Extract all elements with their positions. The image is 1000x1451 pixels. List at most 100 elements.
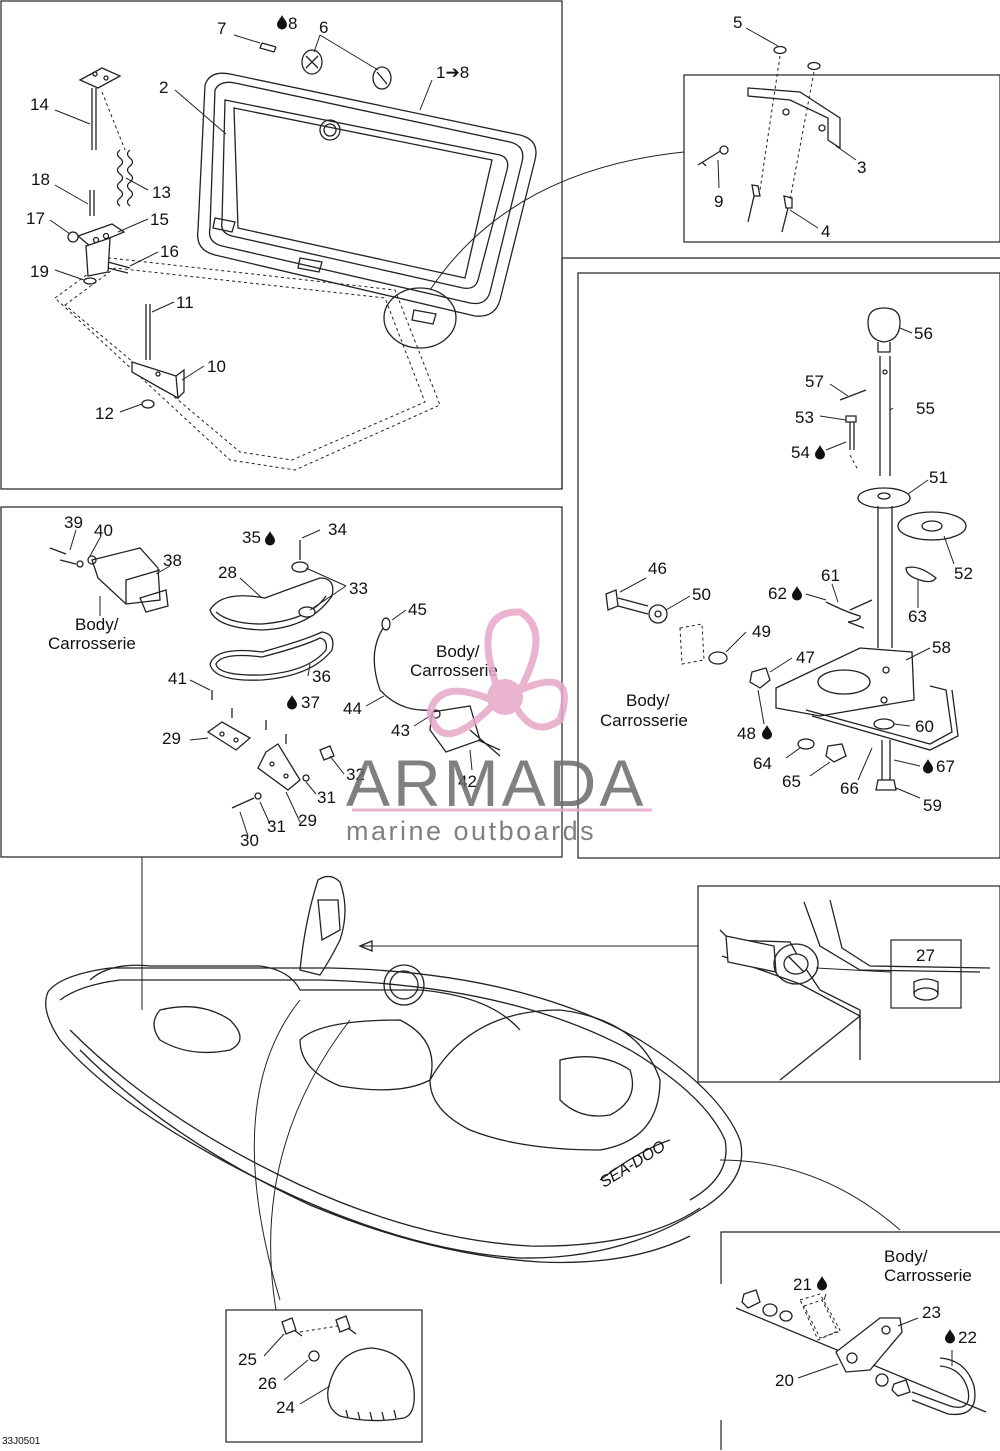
callout-37: 37 <box>301 693 320 712</box>
sealant-icon <box>277 15 287 30</box>
callout-36: 36 <box>312 667 331 686</box>
carrosserie-label-left: Carrosserie <box>48 634 136 653</box>
callout-6: 6 <box>319 18 328 37</box>
detail-eye-bolt: Body/ Carrosserie 21 23 22 20 <box>720 1231 1000 1450</box>
callout-31-right: 31 <box>317 788 336 807</box>
detail-vent-cover: 25 26 24 <box>225 1309 423 1443</box>
callout-56: 56 <box>914 324 933 343</box>
callout-18: 18 <box>31 170 50 189</box>
callout-35: 35 <box>242 528 261 547</box>
body-label-mid: Body/ <box>436 642 480 661</box>
callout-29-bottom: 29 <box>298 811 317 830</box>
callout-10: 10 <box>207 357 226 376</box>
callout-5: 5 <box>733 13 742 32</box>
callout-59: 59 <box>923 796 942 815</box>
detail-grommet: 27 <box>697 885 1000 1083</box>
callout-4: 4 <box>821 222 830 241</box>
callout-11: 11 <box>176 293 194 312</box>
callout-46: 46 <box>648 559 667 578</box>
callout-27: 27 <box>916 946 935 965</box>
callout-2: 2 <box>159 78 168 97</box>
sealant-icon <box>792 586 802 601</box>
callout-20: 20 <box>775 1371 794 1390</box>
armada-propeller-logo <box>426 608 568 738</box>
callout-49: 49 <box>752 622 771 641</box>
callout-51: 51 <box>929 468 948 487</box>
sealant-icon <box>945 1329 955 1344</box>
detail-hinge-rivets: 5 3 9 4 <box>683 13 1000 243</box>
sealant-icon <box>817 1276 827 1291</box>
hatch-lid <box>196 72 537 349</box>
callout-21: 21 <box>793 1275 812 1294</box>
callout-13: 13 <box>152 183 171 202</box>
watermark-tagline: marine outboards <box>346 816 596 846</box>
callout-62: 62 <box>768 584 787 603</box>
watermark-brand: ARMADA <box>346 746 646 820</box>
watermark: ARMADA marine outboards <box>346 608 652 846</box>
callout-54: 54 <box>791 443 810 462</box>
callout-33: 33 <box>349 579 368 598</box>
callout-40: 40 <box>94 521 113 540</box>
callout-67: 67 <box>936 757 955 776</box>
body-label-br: Body/ <box>884 1247 928 1266</box>
callout-63: 63 <box>908 607 927 626</box>
callout-55: 55 <box>916 399 935 418</box>
callout-26: 26 <box>258 1374 277 1393</box>
callout-41: 41 <box>168 669 187 688</box>
callout-48: 48 <box>737 724 756 743</box>
panel-shifter-parts: Body/ Carrosserie 56 57 55 53 54 51 52 4… <box>561 257 1000 859</box>
callout-14: 14 <box>30 95 49 114</box>
callout-7: 7 <box>217 19 226 38</box>
callout-43: 43 <box>391 721 410 740</box>
callout-3: 3 <box>857 158 866 177</box>
callout-29-top: 29 <box>162 729 181 748</box>
callout-28: 28 <box>218 563 237 582</box>
callout-32: 32 <box>346 765 365 784</box>
callout-66: 66 <box>840 779 859 798</box>
sealant-icon <box>815 445 825 460</box>
callout-57: 57 <box>805 372 824 391</box>
panel-seat-parts: Body/ Carrosserie Body/ Carrosserie <box>0 506 563 858</box>
callout-8: 8 <box>288 14 297 33</box>
sealant-icon <box>923 759 933 774</box>
callout-30: 30 <box>240 831 259 850</box>
callout-44: 44 <box>343 699 362 718</box>
callout-31-left: 31 <box>267 817 286 836</box>
callout-47: 47 <box>796 648 815 667</box>
callout-19: 19 <box>30 262 49 281</box>
callout-50: 50 <box>692 585 711 604</box>
diagram-code: 33J0501 <box>2 1436 41 1447</box>
callout-52: 52 <box>954 564 973 583</box>
callout-9: 9 <box>714 192 723 211</box>
callout-34: 34 <box>328 520 347 539</box>
callout-12: 12 <box>95 404 114 423</box>
body-label-left: Body/ <box>75 615 119 634</box>
callout-15: 15 <box>150 210 169 229</box>
sealant-icon <box>287 695 297 710</box>
callout-64: 64 <box>753 754 772 773</box>
carrosserie-label-right: Carrosserie <box>600 711 688 730</box>
callout-16: 16 <box>160 242 179 261</box>
callout-22: 22 <box>958 1328 977 1347</box>
body-label-right: Body/ <box>626 691 670 710</box>
callout-61: 61 <box>821 566 840 585</box>
callout-38: 38 <box>163 551 182 570</box>
callout-42: 42 <box>458 772 477 791</box>
callout-65: 65 <box>782 772 801 791</box>
callout-39: 39 <box>64 513 83 532</box>
boat-illustration: SEA-DOO <box>45 857 901 1311</box>
callout-58: 58 <box>932 638 951 657</box>
panel-storage-hatch: 7 8 6 1➔8 2 14 13 18 17 15 16 19 11 10 1… <box>0 0 685 490</box>
callout-23: 23 <box>922 1303 941 1322</box>
callout-1-8: 1➔8 <box>436 63 469 82</box>
callout-24: 24 <box>276 1398 295 1417</box>
callout-25: 25 <box>238 1350 257 1369</box>
carrosserie-label-br: Carrosserie <box>884 1266 972 1285</box>
knob-6 <box>301 49 392 90</box>
carrosserie-label-mid: Carrosserie <box>410 661 498 680</box>
sealant-icon <box>265 531 275 546</box>
callout-60: 60 <box>915 717 934 736</box>
callout-45: 45 <box>408 600 427 619</box>
callout-17: 17 <box>26 209 45 228</box>
